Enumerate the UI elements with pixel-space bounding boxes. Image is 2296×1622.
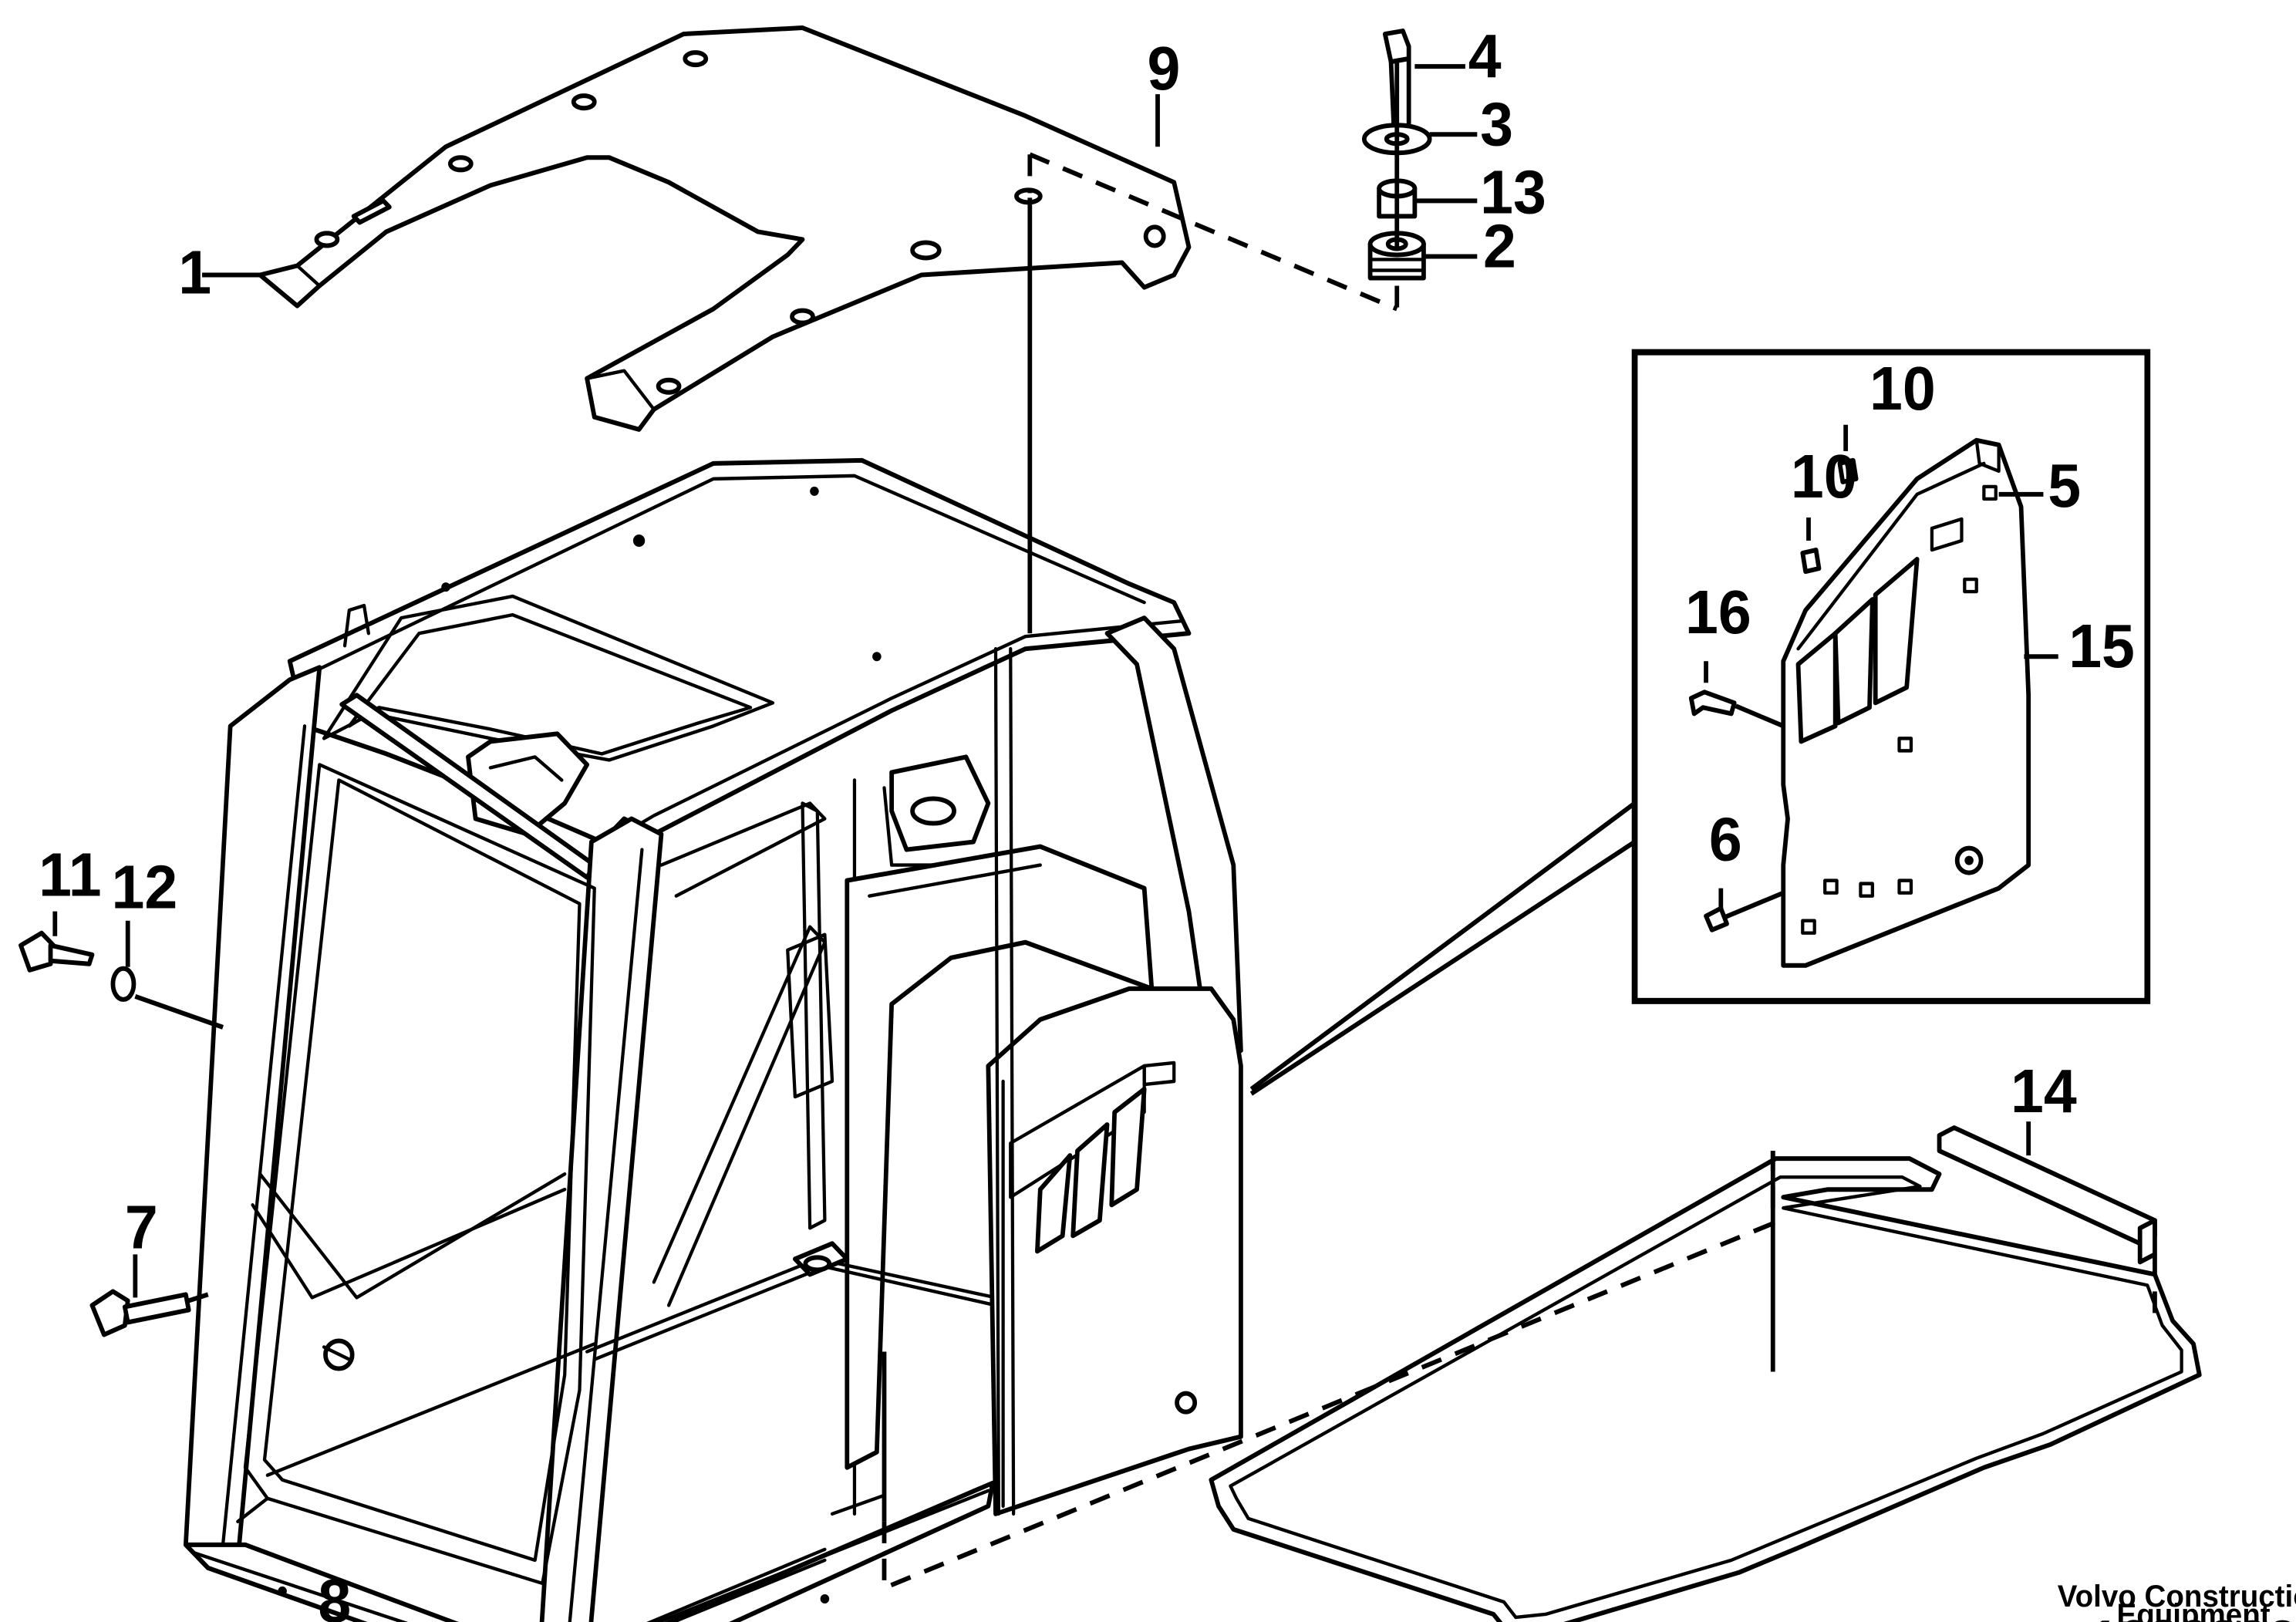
floor-mat bbox=[1209, 1156, 2202, 1622]
callout-10-lower: 10 bbox=[1791, 442, 1857, 511]
drawing-credit: Volvo Construction Equipment 1086233 bbox=[2058, 1579, 2296, 1622]
callout-13: 13 bbox=[1480, 157, 1546, 227]
callout-1: 1 bbox=[178, 238, 211, 307]
callout-7: 7 bbox=[125, 1192, 158, 1262]
callout-15: 15 bbox=[2068, 612, 2135, 681]
document-number: 1086233 bbox=[2089, 1609, 2296, 1622]
cab-frame bbox=[183, 457, 1243, 1622]
callout-8: 8 bbox=[318, 1566, 351, 1622]
callout-labels: 1 9 4 3 13 2 10 10 5 16 15 6 11 12 7 8 1… bbox=[39, 22, 2135, 1622]
callout-6: 6 bbox=[1709, 804, 1742, 874]
callout-14: 14 bbox=[2011, 1057, 2077, 1126]
detail-inset bbox=[1631, 349, 2151, 1004]
roof-cover-part-1 bbox=[258, 25, 1192, 432]
callout-4: 4 bbox=[1468, 22, 1502, 91]
callout-5: 5 bbox=[2048, 451, 2081, 521]
callout-11: 11 bbox=[39, 840, 101, 909]
callout-12: 12 bbox=[112, 852, 178, 922]
credit-line-2: Equipment bbox=[2117, 1597, 2271, 1622]
callout-16: 16 bbox=[1685, 578, 1752, 647]
callout-10-upper: 10 bbox=[1870, 353, 1936, 423]
dashed-alignment-lines bbox=[882, 152, 2157, 1592]
callout-3: 3 bbox=[1480, 89, 1513, 159]
callout-9: 9 bbox=[1148, 34, 1181, 103]
left-fasteners bbox=[19, 930, 191, 1337]
credit-line-1: Volvo Construction bbox=[2058, 1579, 2296, 1614]
callout-2: 2 bbox=[1483, 211, 1516, 281]
